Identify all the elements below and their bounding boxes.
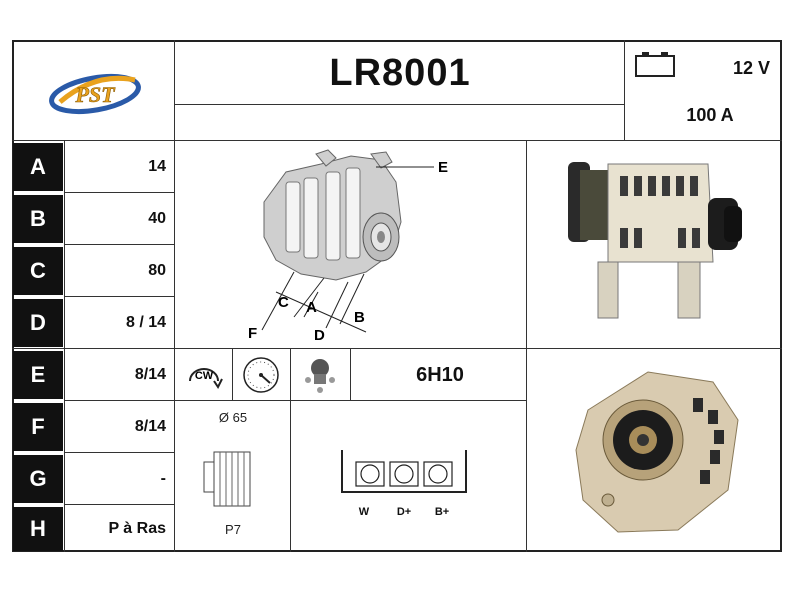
terminal-b-plus: B+ <box>434 506 450 518</box>
pulley-type: P7 <box>225 522 241 537</box>
mounting-diagram: E C A B F D <box>176 142 524 346</box>
row-label-b: B <box>13 195 63 243</box>
row-label-d: D <box>13 299 63 347</box>
divider <box>174 400 526 401</box>
part-number-title: LR8001 <box>329 51 471 94</box>
rotation-label: CW <box>195 370 214 382</box>
battery-icon <box>634 50 678 78</box>
row-value-c: 80 <box>148 262 166 279</box>
row-value-a: 14 <box>148 158 166 175</box>
divider <box>624 40 625 140</box>
brand-logo: PST <box>40 62 150 122</box>
rotation-cw-icon: CW <box>180 355 228 395</box>
row-divider <box>64 296 174 297</box>
row-divider <box>64 452 174 453</box>
row-value-b: 40 <box>148 210 166 227</box>
divider <box>526 140 527 552</box>
divider <box>174 348 782 349</box>
product-photo-side <box>528 142 780 346</box>
current-value: 100 A <box>686 105 734 125</box>
row-value-f: 8/14 <box>134 418 166 435</box>
callout-f: F <box>248 325 257 342</box>
divider <box>232 348 233 400</box>
row-value-g: - <box>160 470 166 487</box>
callout-e: E <box>438 159 448 176</box>
callout-d: D <box>314 327 325 344</box>
callout-c: C <box>278 294 289 311</box>
row-divider <box>12 348 174 349</box>
row-label-g: G <box>13 455 63 503</box>
callout-a: A <box>306 299 317 316</box>
row-value-d: 8 / 14 <box>125 314 166 331</box>
pulley-drawing <box>200 448 270 510</box>
regulator-icon <box>296 352 344 396</box>
row-divider <box>64 504 174 505</box>
divider <box>64 140 65 552</box>
divider <box>174 104 624 105</box>
product-photo-front <box>528 350 780 550</box>
pulley-diameter: Ø 65 <box>218 410 248 425</box>
voltage-value: 12 V <box>732 58 770 78</box>
row-label-c: C <box>13 247 63 295</box>
row-value-h: P à Ras <box>108 520 166 537</box>
terminal-w: W <box>358 506 370 518</box>
divider <box>350 348 351 400</box>
divider <box>290 348 291 552</box>
row-divider <box>64 244 174 245</box>
gauge-icon <box>238 353 284 397</box>
divider <box>12 140 782 141</box>
row-label-f: F <box>13 403 63 451</box>
connector-diagram <box>336 448 472 504</box>
divider <box>174 40 175 552</box>
callout-b: B <box>354 309 365 326</box>
terminal-d-plus: D+ <box>396 506 412 518</box>
row-label-a: A <box>13 143 63 191</box>
row-value-e: 8/14 <box>134 366 166 383</box>
spec-sheet-frame <box>12 40 782 552</box>
row-divider <box>64 400 174 401</box>
regulator-code: 6H10 <box>416 363 464 386</box>
row-label-h: H <box>13 507 63 551</box>
row-divider <box>64 192 174 193</box>
logo-text: PST <box>74 82 116 107</box>
row-label-e: E <box>13 351 63 399</box>
